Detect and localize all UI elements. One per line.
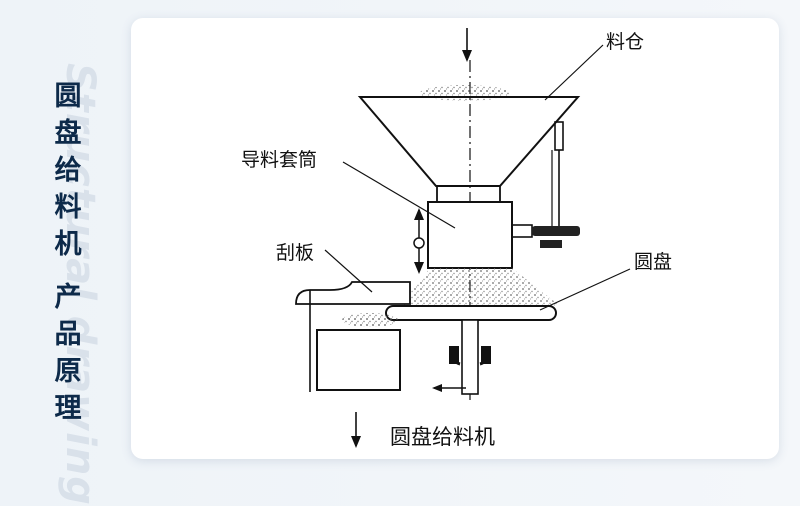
side-title-char: 理 (54, 393, 82, 424)
diagram-card: 料仓 导料套筒 刮板 圆盘 圆盘给料机 (131, 18, 779, 459)
side-title-char: 原 (54, 356, 82, 387)
adjust-rod (551, 121, 564, 226)
sleeve-collar (436, 185, 501, 203)
disc (385, 305, 557, 321)
handwheel (511, 224, 580, 248)
caption-arrow (351, 412, 361, 448)
side-title-char: 品 (54, 319, 82, 350)
leader-disc (539, 268, 631, 311)
guide-sleeve (427, 201, 513, 269)
side-title-char: 给 (54, 155, 82, 186)
label-guide-sleeve: 导料套筒 (241, 149, 317, 171)
leader-scraper (324, 249, 373, 293)
material-heap (420, 85, 510, 101)
side-title-char: 机 (54, 229, 82, 260)
falling-material (400, 268, 560, 306)
height-adjust-arrow (413, 208, 425, 274)
side-title-char: 产 (54, 282, 82, 313)
label-scraper: 刮板 (276, 242, 314, 264)
side-title-char: 圆 (54, 81, 82, 112)
scraper (295, 281, 411, 392)
collection-bin (316, 329, 401, 391)
side-title: 圆 盘 给 料 机 产 品 原 理 (48, 78, 88, 427)
inflow-arrow (462, 28, 472, 62)
side-title-char: 盘 (54, 118, 82, 149)
drive-shaft (432, 319, 491, 395)
label-disc: 圆盘 (634, 251, 672, 273)
label-hopper: 料仓 (606, 31, 644, 53)
side-title-char: 料 (54, 192, 82, 223)
disc-feeder-diagram: 料仓 导料套筒 刮板 圆盘 圆盘给料机 (241, 28, 672, 449)
hopper (357, 96, 581, 187)
discharge-pile (342, 313, 398, 327)
diagram-caption: 圆盘给料机 (390, 425, 495, 449)
leader-sleeve (342, 161, 456, 229)
leader-hopper (544, 44, 604, 101)
